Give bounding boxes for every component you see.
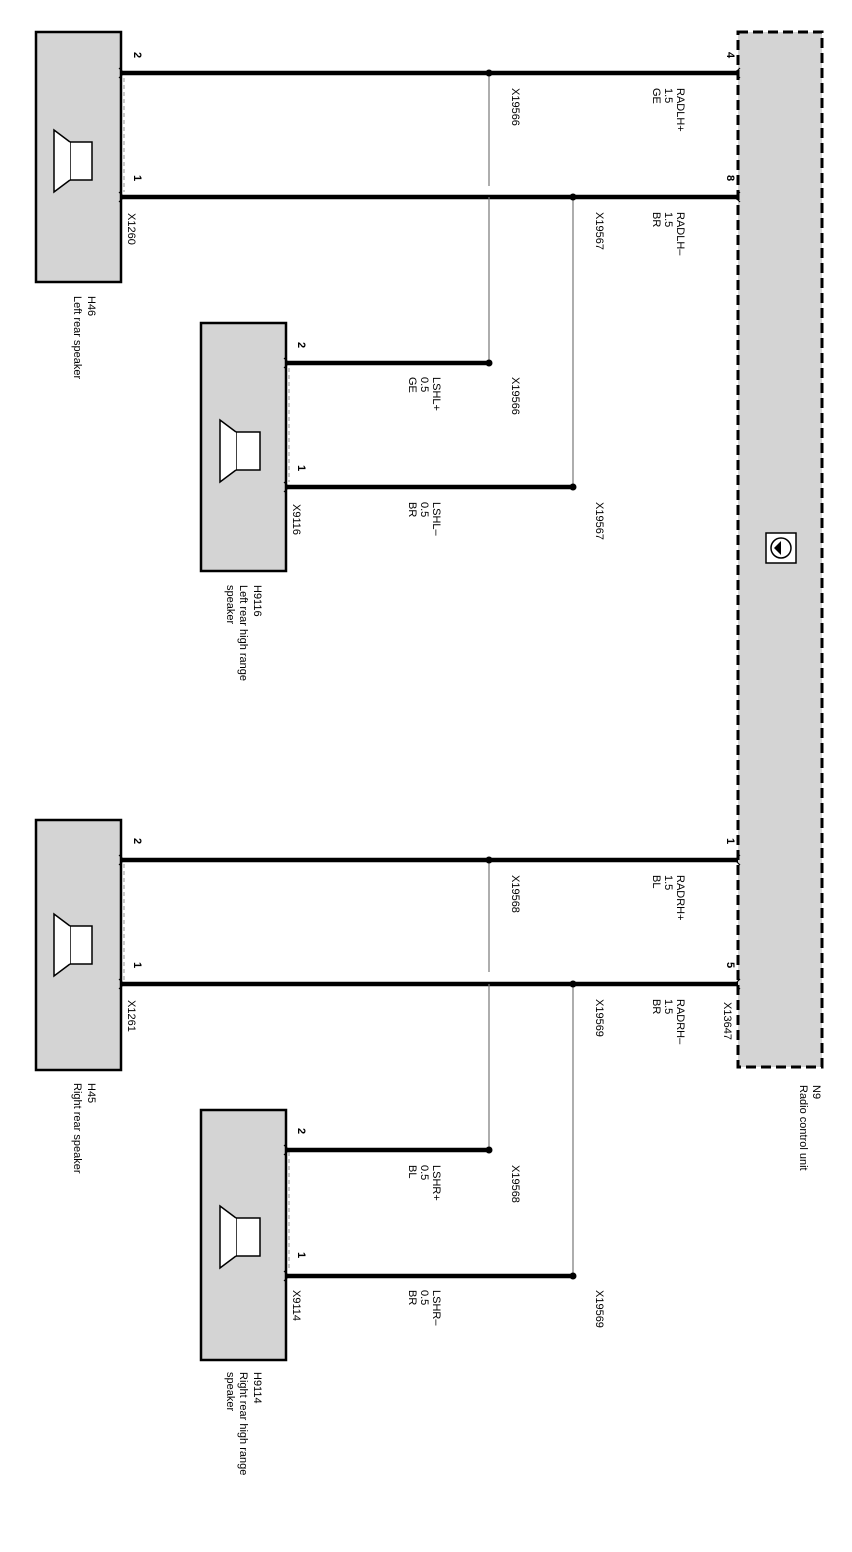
wire-color: BL [406, 1165, 418, 1178]
splice-label-x19569-b: X19569 [593, 1290, 605, 1328]
right-rear-speaker-code: H45 [85, 1083, 97, 1103]
right-rear-pin-2: 2 [131, 838, 143, 844]
left-rear-speaker-name: Left rear speaker [71, 296, 83, 379]
splice-point [485, 1146, 493, 1154]
wire-name: LSHL– [430, 502, 442, 537]
right-rear-speaker-name: Right rear speaker [71, 1083, 83, 1174]
left-rear-high-pin-2: 2 [295, 342, 307, 348]
wire-name: LSHL+ [430, 377, 442, 411]
wire-label-radrh-minus: RADRH– 1.5 BR [650, 999, 686, 1045]
right-rear-pin-1: 1 [131, 962, 143, 968]
wire-color: GE [406, 377, 418, 393]
wire-name: RADLH+ [674, 88, 686, 132]
splice-label-x19566-a: X19566 [509, 88, 521, 126]
splice-label-x19568-a: X19568 [509, 875, 521, 913]
unit-pin-radrh-plus: 1 [724, 838, 736, 844]
left-rear-speaker-connector: X1260 [125, 213, 137, 245]
wire-size: 1.5 [662, 212, 674, 227]
wire-label-lshr-plus: LSHR+ 0.5 BL [406, 1165, 442, 1201]
radio-unit-code: N9 [810, 1085, 822, 1099]
splice-point [485, 856, 493, 864]
radio-control-unit: N9 Radio control unit X13647 [721, 30, 824, 1171]
wire-name: LSHR+ [430, 1165, 442, 1201]
wire-size: 1.5 [662, 88, 674, 103]
wire-label-lshr-minus: LSHR– 0.5 BR [406, 1290, 442, 1326]
splice-point [485, 359, 493, 367]
right-rear-high-pin-2: 2 [295, 1128, 307, 1134]
wire-size: 1.5 [662, 999, 674, 1014]
splice-label-x19567-b: X19567 [593, 502, 605, 540]
splice-point [569, 1272, 577, 1280]
wire-color: GE [650, 88, 662, 104]
left-rear-high-speaker-name-1: Left rear high range [237, 585, 249, 681]
splice-label-x19567-a: X19567 [593, 212, 605, 250]
left-rear-high-speaker-name-2: speaker [224, 585, 236, 624]
right-rear-speaker: H45 Right rear speaker X1261 2 1 [34, 818, 143, 1174]
wire-size: 1.5 [662, 875, 674, 890]
wire-label-radlh-minus: RADLH– 1.5 BR [650, 212, 686, 256]
wire-size: 0.5 [418, 1165, 430, 1180]
unit-pin-radlh-plus: 4 [724, 52, 736, 59]
wire-label-lshl-plus: LSHL+ 0.5 GE [406, 377, 442, 411]
wire-label-radrh-plus: RADRH+ 1.5 BL [650, 875, 686, 921]
wire-color: BR [650, 999, 662, 1014]
left-rear-speaker: H46 Left rear speaker X1260 2 1 [34, 30, 143, 379]
radio-unit-icon [765, 532, 797, 564]
left-rear-high-speaker-connector: X9116 [290, 504, 302, 535]
right-rear-high-pin-1: 1 [295, 1252, 307, 1258]
right-rear-high-speaker-name-1: Right rear high range [237, 1372, 249, 1475]
wire-name: RADLH– [674, 212, 686, 256]
unit-pin-radrh-minus: 5 [724, 962, 736, 968]
right-rear-high-speaker-connector: X9114 [290, 1290, 302, 1321]
splice-point [569, 980, 577, 988]
splice-label-x19569-a: X19569 [593, 999, 605, 1037]
left-rear-high-speaker: H9116 Left rear high range speaker X9116… [199, 321, 307, 681]
wire-name: RADRH– [674, 999, 686, 1045]
left-rear-pin-2: 2 [131, 52, 143, 58]
radio-unit-name: Radio control unit [797, 1085, 809, 1171]
right-rear-speaker-connector: X1261 [125, 1000, 137, 1032]
right-rear-high-speaker-name-2: speaker [224, 1372, 236, 1411]
radio-unit-connector: X13647 [721, 1002, 733, 1040]
loudspeaker-icon [219, 418, 261, 484]
splice-point [569, 193, 577, 201]
loudspeaker-icon [53, 128, 93, 194]
splice-point [569, 483, 577, 491]
wire-color: BR [650, 212, 662, 227]
wire-label-radlh-plus: RADLH+ 1.5 GE [650, 88, 686, 132]
right-rear-high-speaker: H9114 Right rear high range speaker X911… [199, 1108, 307, 1475]
splice-point [485, 69, 493, 77]
left-rear-high-speaker-code: H9116 [251, 585, 263, 617]
unit-pin-radlh-minus: 8 [724, 175, 736, 181]
wire-color: BL [650, 875, 662, 888]
connector-chevrons [118, 67, 741, 1282]
wire-color: BR [406, 502, 418, 517]
left-rear-high-pin-1: 1 [295, 465, 307, 471]
splice-label-x19568-b: X19568 [509, 1165, 521, 1203]
right-rear-high-speaker-code: H9114 [251, 1372, 263, 1404]
wire-label-lshl-minus: LSHL– 0.5 BR [406, 502, 442, 537]
wire-name: LSHR– [430, 1290, 442, 1326]
splice-label-x19566-b: X19566 [509, 377, 521, 415]
left-rear-pin-1: 1 [131, 175, 143, 181]
loudspeaker-icon [53, 912, 93, 978]
left-rear-speaker-code: H46 [85, 296, 97, 316]
loudspeaker-icon [219, 1204, 261, 1270]
wire-size: 0.5 [418, 1290, 430, 1305]
wire-size: 0.5 [418, 377, 430, 392]
wire-size: 0.5 [418, 502, 430, 517]
wire-color: BR [406, 1290, 418, 1305]
wire-name: RADRH+ [674, 875, 686, 921]
